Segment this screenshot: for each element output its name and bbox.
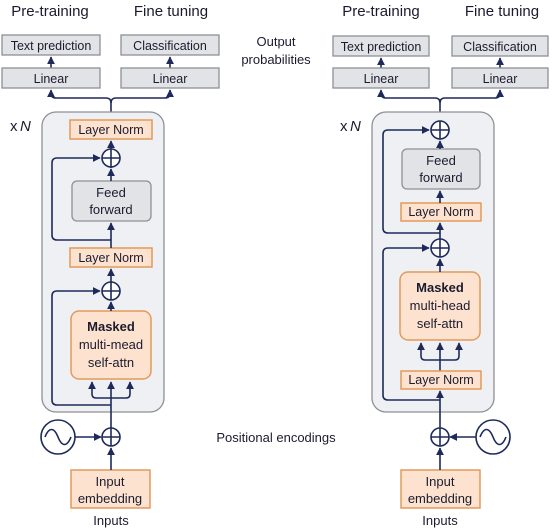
right-residual-1 — [382, 126, 440, 234]
right-linear-2-box — [451, 67, 549, 89]
right-layer-norm-mid-label: Layer Norm — [408, 205, 473, 219]
right-finetuning-label: Fine tuning — [465, 3, 539, 20]
positional-encodings-label: Positional encodings — [216, 430, 336, 445]
left-classification-box — [120, 34, 220, 56]
right-embed-line2: embedding — [408, 491, 472, 506]
right-pretraining-label: Pre-training — [342, 3, 420, 20]
left-ff-line1: Feed — [96, 185, 126, 200]
right-attn-line3: self-attn — [417, 316, 463, 331]
right-layer-norm-bottom-label: Layer Norm — [408, 373, 473, 387]
right-repeat-n: N — [350, 118, 361, 135]
right-linear-2-label: Linear — [483, 72, 518, 86]
left-sine-wave — [44, 428, 72, 446]
left-attn-line3: self-attn — [88, 355, 134, 370]
left-attn-in-right — [111, 381, 134, 399]
right-residual-2 — [382, 244, 440, 401]
right-linear-1-label: Linear — [364, 72, 399, 86]
right-classification-box — [451, 35, 549, 57]
left-linear-2-box — [120, 67, 220, 89]
right-diagram: Pre-training Fine tuning Text prediction… — [332, 3, 549, 528]
left-diagram: Pre-training Fine tuning Text prediction… — [1, 3, 220, 528]
right-embed-line1: Input — [426, 474, 455, 489]
output-label-line1: Output — [256, 34, 295, 49]
right-inputs-label: Inputs — [422, 513, 458, 528]
right-layer-norm-bottom-box — [400, 370, 482, 390]
left-text-prediction-box — [1, 34, 101, 56]
left-residual-2 — [51, 287, 111, 406]
left-split-line-b — [110, 89, 174, 104]
right-ff-line1: Feed — [426, 153, 456, 168]
left-inputs-label: Inputs — [93, 513, 129, 528]
right-attn-line2: multi-head — [410, 298, 471, 313]
right-split-line-b — [439, 89, 504, 104]
left-embedding-box — [70, 469, 151, 509]
right-linear-1-box — [332, 67, 430, 89]
left-linear-1-box — [1, 67, 101, 89]
right-feed-forward-box — [401, 148, 481, 190]
left-attn-line2: multi-mead — [79, 337, 143, 352]
left-pretraining-label: Pre-training — [11, 3, 89, 20]
left-ff-line2: forward — [89, 202, 132, 217]
left-embed-line2: embedding — [78, 491, 142, 506]
right-attn-in-right — [440, 342, 463, 361]
right-attn-in-left — [417, 342, 440, 361]
right-text-prediction-label: Text prediction — [341, 40, 422, 54]
left-linear-2-label: Linear — [153, 72, 188, 86]
left-layer-norm-top-label: Layer Norm — [78, 123, 143, 137]
left-residual-1 — [51, 154, 111, 241]
right-attn-line1: Masked — [416, 280, 464, 295]
left-embed-line1: Input — [96, 474, 125, 489]
right-sine-wave — [479, 428, 507, 446]
right-text-prediction-box — [332, 35, 430, 57]
left-finetuning-label: Fine tuning — [134, 3, 208, 20]
left-layer-norm-mid-label: Layer Norm — [78, 251, 143, 265]
left-layer-norm-top-box — [69, 119, 153, 140]
left-repeat-n: N — [20, 118, 31, 135]
output-label-line2: probabilities — [241, 52, 311, 67]
right-repeat-x: x — [340, 118, 348, 135]
right-classification-label: Classification — [463, 40, 537, 54]
left-text-prediction-label: Text prediction — [11, 39, 92, 53]
left-classification-label: Classification — [133, 39, 207, 53]
right-ff-line2: forward — [419, 170, 462, 185]
right-layer-norm-mid-box — [400, 202, 482, 222]
left-attn-line1: Masked — [87, 319, 135, 334]
left-attn-in-left — [88, 381, 111, 399]
left-repeat-x: x — [10, 118, 18, 135]
left-linear-1-label: Linear — [34, 72, 69, 86]
